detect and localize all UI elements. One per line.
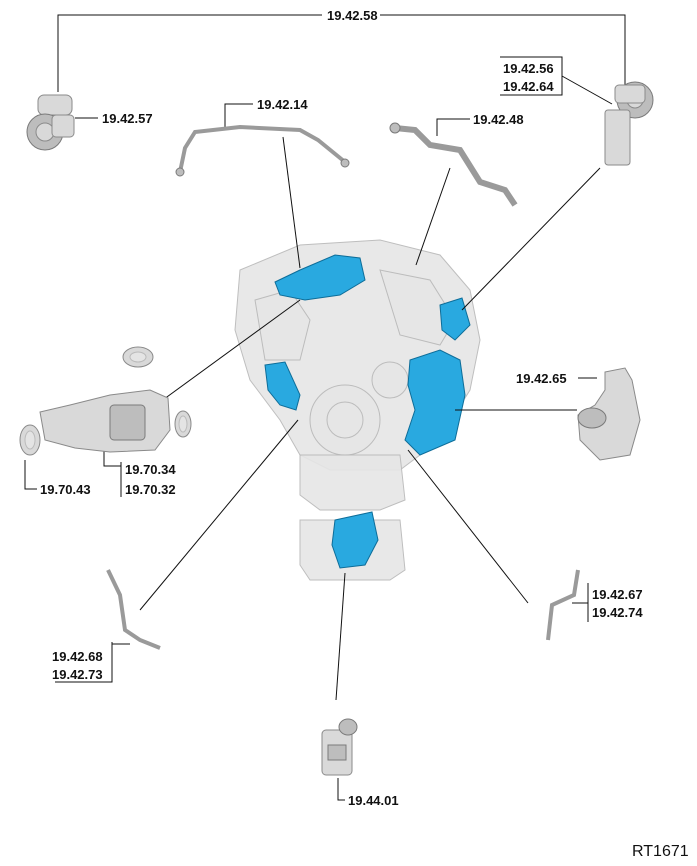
engine-assembly (234, 239, 481, 581)
label-19-42-65: 19.42.65 (516, 371, 567, 386)
label-19-42-67: 19.42.67 (592, 587, 643, 602)
reference-code: RT1671 (632, 843, 689, 860)
oil-feed-highlight (439, 297, 471, 341)
label-19-42-68: 19.42.68 (52, 649, 103, 664)
egr-valve-highlight (331, 511, 379, 569)
oil-feed-pipe (175, 124, 350, 177)
label-19-42-58: 19.42.58 (327, 8, 378, 23)
intake-manifold (19, 346, 192, 456)
label-19-42-74: 19.42.74 (592, 605, 643, 620)
intake-elbow (577, 367, 641, 461)
label-19-42-57: 19.42.57 (102, 111, 153, 126)
label-19-42-73: 19.42.73 (52, 667, 103, 682)
label-19-42-56: 19.42.56 (503, 61, 554, 76)
label-19-42-64: 19.42.64 (503, 79, 554, 94)
oil-pipe-highlight (264, 361, 301, 411)
label-19-42-14: 19.42.14 (257, 97, 308, 112)
pipe-left-lower (106, 569, 161, 650)
intake-pipe-highlight (274, 254, 366, 301)
turbocharger-right (604, 81, 654, 166)
pipe-right-lower (546, 569, 580, 641)
label-19-44-01: 19.44.01 (348, 793, 399, 808)
egr-valve (321, 718, 358, 776)
intake-elbow-highlight (404, 349, 466, 456)
label-19-70-34: 19.70.34 (125, 462, 176, 477)
part-labels: 19.42.58 19.42.57 19.42.14 19.42.48 19.4… (40, 8, 689, 860)
leader-lines (24, 14, 626, 801)
oil-return-pipe (389, 122, 518, 207)
label-19-42-48: 19.42.48 (473, 112, 524, 127)
label-19-70-43: 19.70.43 (40, 482, 91, 497)
turbocharger-left (26, 94, 75, 151)
label-19-70-32: 19.70.32 (125, 482, 176, 497)
